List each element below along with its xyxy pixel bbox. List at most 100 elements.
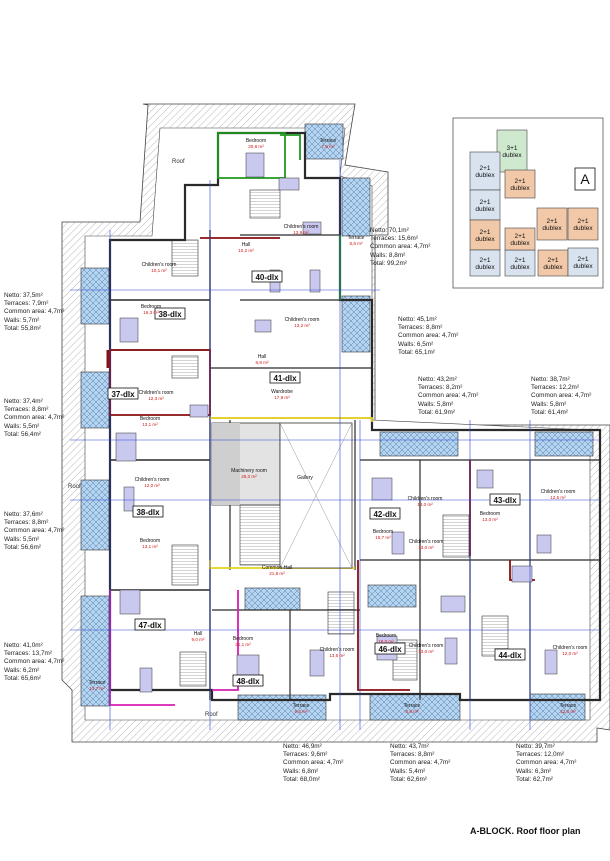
key-plan-unit-label: dublex: [475, 236, 495, 243]
stat-walls: Walls: 6,3m²: [516, 767, 552, 775]
key-plan-unit-label: dublex: [502, 152, 522, 159]
room-name: Children's room: [142, 262, 177, 268]
room-name: Bedroom: [140, 416, 160, 422]
room-name: Children's room: [135, 477, 170, 483]
stat-total: Total: 61,4m²: [531, 408, 568, 416]
stat-terraces: Terraces: 8,2m²: [418, 384, 463, 392]
apartment-label: 43-dlx: [489, 493, 521, 506]
stat-terraces: Terraces: 8,8m²: [4, 406, 49, 414]
room-name: Children's room: [553, 645, 588, 651]
room-label: Gallery: [297, 475, 313, 481]
stat-common: Common area: 4,7m²: [283, 759, 344, 767]
stat-walls: Walls: 5,8m²: [531, 400, 567, 408]
room-name: Hall: [194, 631, 203, 637]
apartment-label: 37-dlx: [107, 387, 139, 400]
key-plan-unit-type: 2+1: [479, 199, 490, 206]
stat-walls: Walls: 6,8m²: [283, 767, 319, 775]
stat-total: Total: 62,6m²: [390, 775, 427, 783]
room-area: 12,0 m²: [144, 483, 160, 488]
stats-apartment-43: Netto: 38,7m² Terraces: 12,2m² Common ar…: [531, 376, 591, 417]
stat-walls: Walls: 6,2m²: [4, 666, 40, 674]
stat-walls: Walls: 8,8m²: [370, 251, 406, 259]
room-area: 13,0 m²: [417, 502, 433, 507]
stat-common: Common area: 4,7m²: [516, 759, 577, 767]
furniture: [115, 152, 558, 693]
room-area: 20,8 m²: [248, 144, 264, 149]
room-area: 13,7 m²: [89, 686, 105, 691]
room-name: Bedroom: [373, 529, 393, 535]
stat-total: Total: 65,6m²: [4, 674, 41, 682]
apartment-label-text: 43-dlx: [493, 496, 517, 505]
roof-label: Roof: [172, 159, 185, 165]
stat-total: Total: 65,1m²: [398, 348, 435, 356]
stat-walls: Walls: 5,8m²: [418, 400, 454, 408]
stat-netto: Netto: 43,2m²: [418, 376, 457, 383]
stat-terraces: Terraces: 15,6m²: [370, 235, 418, 243]
stat-walls: Walls: 5,5m²: [4, 535, 40, 543]
key-plan-unit-type: 2+1: [514, 233, 525, 240]
key-plan-unit-type: 2+1: [514, 257, 525, 264]
stat-netto: Netto: 37,5m²: [4, 292, 43, 299]
stat-common: Common area: 4,7m²: [4, 414, 65, 422]
room-area: 17,9 m²: [274, 395, 290, 400]
key-plan-unit-label: dublex: [475, 172, 495, 179]
stats-apartment-41: Netto: 45,1m² Terraces: 8,8m² Common are…: [398, 316, 458, 357]
apartment-label: 47-dlx: [134, 618, 166, 631]
room-area: 12,3 m²: [148, 396, 164, 401]
room-area: 7,6 m²: [321, 144, 334, 149]
room-area: 13,0 m²: [418, 649, 434, 654]
room-name: Children's room: [409, 643, 444, 649]
apartment-label-text: 38-dlx: [136, 508, 160, 517]
stat-terraces: Terraces: 9,6m²: [283, 751, 328, 759]
stat-netto: Netto: 70,1m²: [370, 227, 409, 234]
stats-apartment-48: Netto: 46,9m² Terraces: 9,6m² Common are…: [283, 743, 343, 784]
room-area: 12,5 m²: [550, 495, 566, 500]
room-area: 13,0 m²: [482, 517, 498, 522]
room-area: 13,2 m²: [294, 323, 310, 328]
apartment-label: 46-dlx: [374, 642, 406, 655]
room-area: 16,0 m²: [378, 639, 394, 644]
key-plan-letter: A: [580, 171, 590, 187]
stat-walls: Walls: 5,7m²: [4, 316, 40, 324]
key-plan-unit-type: 2+1: [479, 165, 490, 172]
apartment-labels: 40-dlx41-dlx38-dlx37-dlx38-dlx47-dlx48-d…: [107, 270, 526, 687]
key-plan-units: 3+1dublex2+1dublex2+1dublex2+1dublex2+1d…: [469, 129, 599, 277]
room-name: Children's room: [320, 647, 355, 653]
room-name: Hall: [258, 354, 267, 360]
stat-total: Total: 56,6m²: [4, 543, 41, 551]
apartment-label: 42-dlx: [369, 507, 401, 520]
room-area: 21,1 m²: [235, 642, 251, 647]
room-name: Children's room: [139, 390, 174, 396]
apartment-label-text: 38-dlx: [158, 310, 182, 319]
room-name: Bedroom: [376, 633, 396, 639]
stat-common: Common area: 4,7m²: [4, 308, 65, 316]
key-plan-unit-type: 2+1: [479, 229, 490, 236]
room-name: Children's room: [285, 317, 320, 323]
stat-total: Total: 55,8m²: [4, 324, 41, 332]
stat-walls: Walls: 5,5m²: [4, 422, 40, 430]
key-plan-unit-type: 3+1: [506, 145, 517, 152]
stats-apartment-42: Netto: 43,2m² Terraces: 8,2m² Common are…: [418, 376, 478, 417]
stat-total: Total: 62,7m²: [516, 775, 553, 783]
room-name: Bedroom: [140, 538, 160, 544]
stat-terraces: Terraces: 8,8m²: [390, 751, 435, 759]
stat-common: Common area: 4,7m²: [398, 332, 459, 340]
key-plan-unit-label: dublex: [543, 264, 563, 271]
apartment-label: 44-dlx: [494, 648, 526, 661]
room-area: 13,1 m²: [142, 544, 158, 549]
